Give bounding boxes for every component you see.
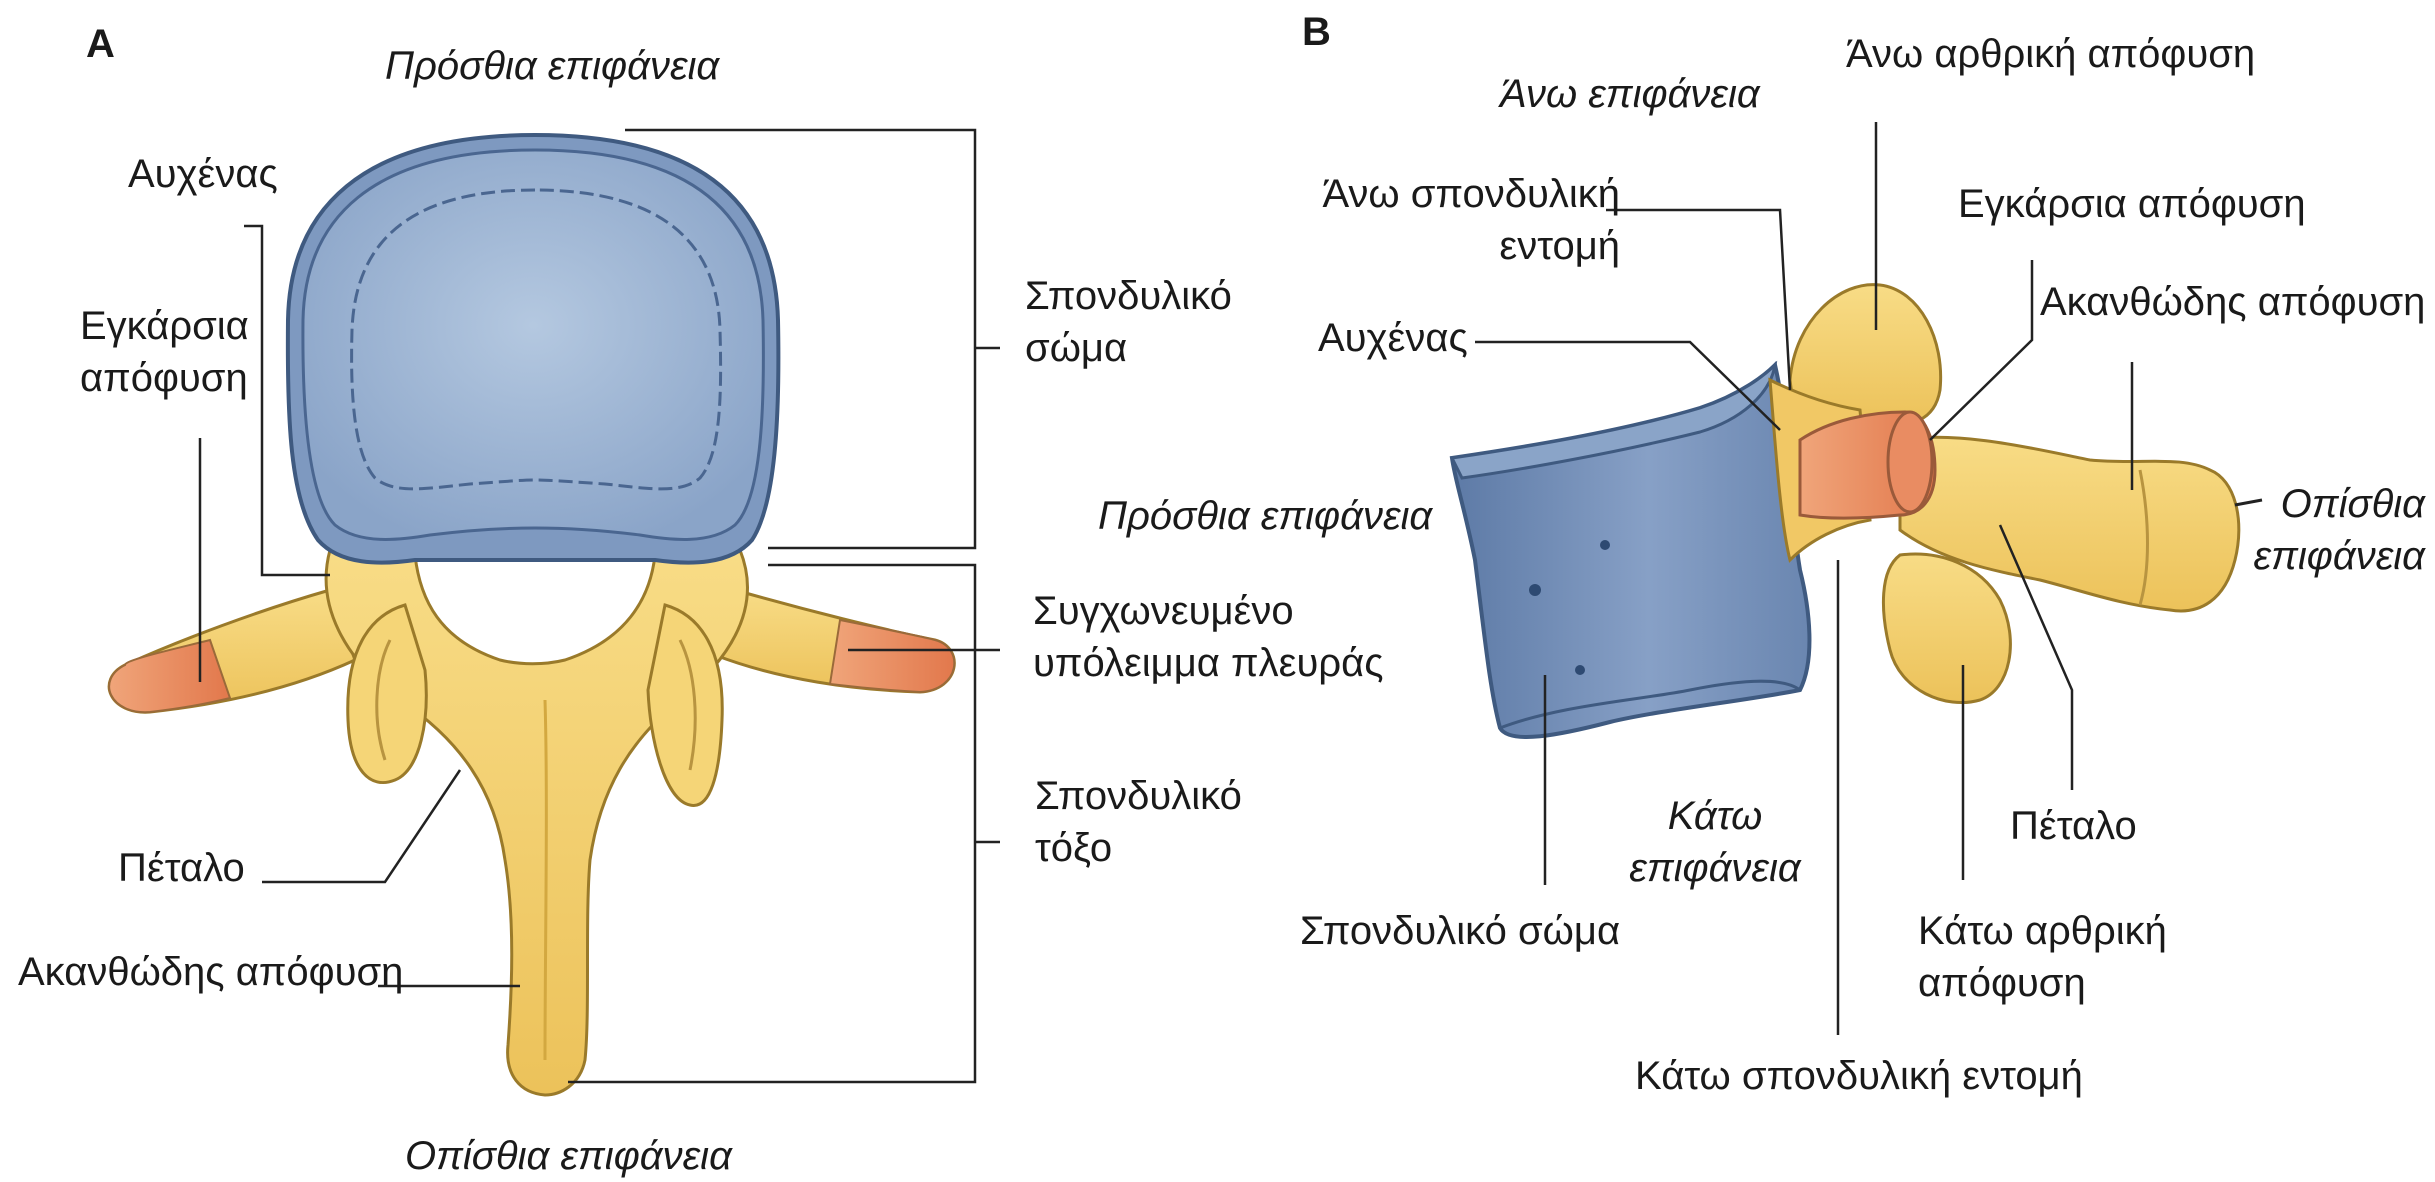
panel-b-letter: B	[1302, 10, 1331, 55]
a-vertebral-body-top	[303, 150, 763, 539]
b-inferior-surface-line1: Κάτω	[1600, 790, 1830, 842]
b-spinous-label: Ακανθώδης απόφυση	[2040, 276, 2425, 328]
b-superior-notch-line1: Άνω σπονδυλική	[1300, 168, 1620, 220]
a-posterior-surface-label: Οπίσθια επιφάνεια	[405, 1130, 732, 1182]
b-vertebral-body-label: Σπονδυλικό σώμα	[1300, 905, 1620, 957]
a-vertebral-arch-label: Σπονδυλικό τόξο	[1035, 770, 1242, 874]
b-inferior-articular	[1883, 554, 2010, 702]
panel-a-letter: A	[86, 22, 115, 67]
a-transverse-label-line1: Εγκάρσια	[80, 300, 240, 352]
b-inferior-surface-label: Κάτω επιφάνεια	[1600, 790, 1830, 894]
b-lamina-label: Πέταλο	[2010, 800, 2137, 852]
b-posterior-surface-line1: Οπίσθια	[2225, 478, 2425, 530]
a-vertebral-body-line2: σώμα	[1025, 322, 1232, 374]
b-superior-articular-label: Άνω αρθρική απόφυση	[1846, 28, 2255, 80]
b-inferior-surface-line2: επιφάνεια	[1600, 842, 1830, 894]
b-inferior-articular-label: Κάτω αρθρική απόφυση	[1918, 905, 2167, 1009]
a-rib-remnant-label: Συγχωνευμένο υπόλειμμα πλευράς	[1033, 585, 1383, 689]
a-vertebral-arch-line1: Σπονδυλικό	[1035, 770, 1242, 822]
b-neck-label: Αυχένας	[1318, 312, 1468, 364]
a-anterior-surface-label: Πρόσθια επιφάνεια	[385, 40, 719, 92]
b-inferior-notch-label: Κάτω σπονδυλική εντομή	[1635, 1050, 2083, 1102]
a-right-rib-remnant	[830, 620, 954, 692]
b-superior-surface-label: Άνω επιφάνεια	[1500, 68, 1760, 120]
b-transverse-label: Εγκάρσια απόφυση	[1958, 178, 2306, 230]
a-lamina-label: Πέταλο	[118, 842, 245, 894]
a-spinous-label: Ακανθώδης απόφυση	[18, 946, 403, 998]
a-rib-remnant-line1: Συγχωνευμένο	[1033, 585, 1383, 637]
a-vertebral-body-label: Σπονδυλικό σώμα	[1025, 270, 1232, 374]
a-transverse-label-line2: απόφυση	[80, 352, 240, 404]
b-transverse-leader	[1930, 260, 2032, 440]
a-lamina-leader	[262, 770, 460, 882]
b-superior-notch-label: Άνω σπονδυλική εντομή	[1300, 168, 1620, 272]
b-superior-notch-line2: εντομή	[1300, 220, 1620, 272]
a-left-rib-remnant	[109, 640, 230, 712]
b-posterior-surface-label: Οπίσθια επιφάνεια	[2225, 478, 2425, 582]
b-anterior-surface-label: Πρόσθια επιφάνεια	[1098, 490, 1432, 542]
a-neck-label: Αυχένας	[128, 148, 278, 200]
panel-b-drawing	[1452, 285, 2262, 737]
b-inferior-articular-line2: απόφυση	[1918, 957, 2167, 1009]
a-rib-remnant-line2: υπόλειμμα πλευράς	[1033, 637, 1383, 689]
b-sup-notch-leader	[1606, 210, 1790, 390]
a-transverse-label: Εγκάρσια απόφυση	[80, 300, 240, 404]
b-posterior-surface-line2: επιφάνεια	[2225, 530, 2425, 582]
b-inferior-articular-line1: Κάτω αρθρική	[1918, 905, 2167, 957]
a-vertebral-arch-line2: τόξο	[1035, 822, 1242, 874]
a-vertebral-body-line1: Σπονδυλικό	[1025, 270, 1232, 322]
